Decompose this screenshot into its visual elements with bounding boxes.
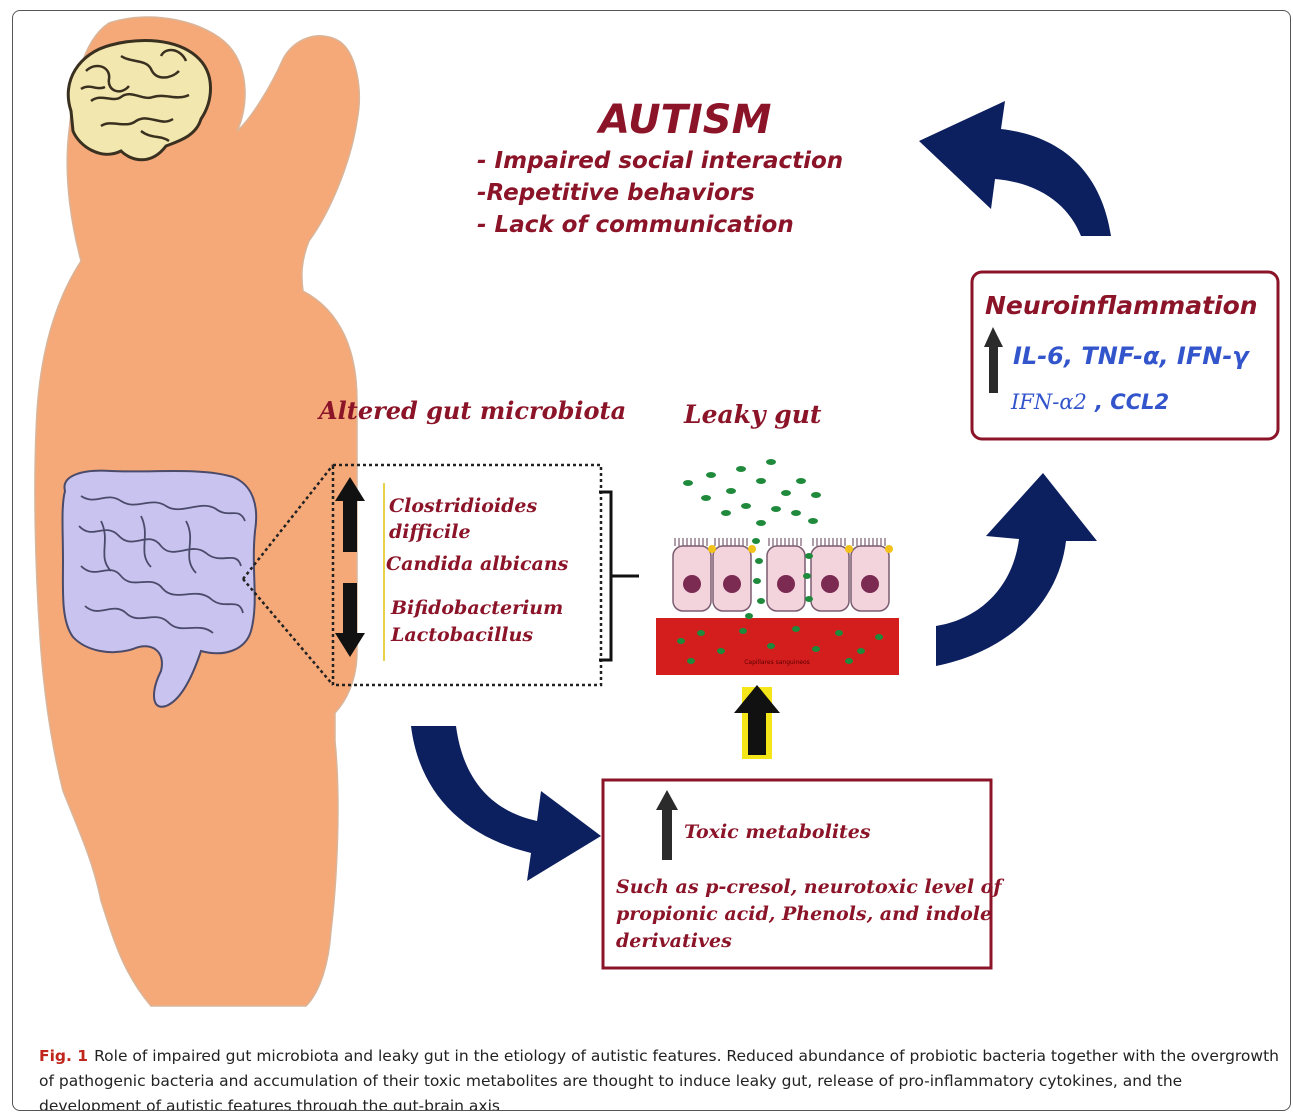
- child-figure: [35, 17, 359, 1006]
- autism-symptom: - Impaired social interaction: [477, 148, 843, 174]
- blood-vessel: [656, 618, 899, 675]
- caption-text: Role of impaired gut microbiota and leak…: [39, 1047, 1279, 1111]
- neuroinflammation-box: Neuroinflammation IL-6, TNF-α, IFN-γ IFN…: [972, 272, 1278, 439]
- cytokine-ifn-a2: IFN-α2: [1010, 390, 1087, 414]
- toxic-title: Toxic metabolites: [684, 821, 871, 843]
- diagram-canvas: AUTISM - Impaired social interaction -Re…: [13, 11, 1291, 1031]
- curved-arrow-icon: [919, 101, 1111, 236]
- toxic-desc: derivatives: [616, 930, 732, 952]
- bacteria-increased: Candida albicans: [386, 553, 569, 575]
- bacteria-increased: difficile: [389, 521, 471, 543]
- cytokine-ccl2: , CCL2: [1094, 390, 1169, 414]
- up-arrow-icon: [734, 685, 780, 759]
- bacteria-increased: Clostridioides: [389, 495, 537, 517]
- microvilli: [675, 538, 885, 546]
- curved-arrow-icon: [411, 726, 601, 881]
- leaky-gut-illustration: Capillares sanguineos: [656, 459, 899, 675]
- vessel-label: Capillares sanguineos: [744, 659, 810, 666]
- cytokine-list: IL-6, TNF-α, IFN-γ: [1013, 342, 1250, 370]
- caption-label: Fig. 1: [39, 1047, 88, 1065]
- bracket: [599, 492, 639, 660]
- microbiota-title: Altered gut microbiota: [317, 396, 626, 425]
- toxic-desc: propionic acid, Phenols, and indole: [616, 903, 992, 925]
- figure-frame: AUTISM - Impaired social interaction -Re…: [12, 10, 1291, 1111]
- neuroinflammation-title: Neuroinflammation: [985, 291, 1258, 320]
- bacteria-decreased: Bifidobacterium: [390, 597, 563, 619]
- toxic-desc: Such as p-cresol, neurotoxic level of: [616, 876, 1004, 898]
- autism-title: AUTISM: [596, 97, 771, 143]
- toxic-metabolites-box: Toxic metabolites Such as p-cresol, neur…: [603, 780, 1004, 968]
- autism-symptom: -Repetitive behaviors: [477, 180, 755, 206]
- curved-arrow-icon: [936, 473, 1097, 666]
- autism-symptom: - Lack of communication: [477, 212, 794, 238]
- leaky-gut-title: Leaky gut: [683, 400, 822, 429]
- bacteria-decreased: Lactobacillus: [390, 624, 533, 646]
